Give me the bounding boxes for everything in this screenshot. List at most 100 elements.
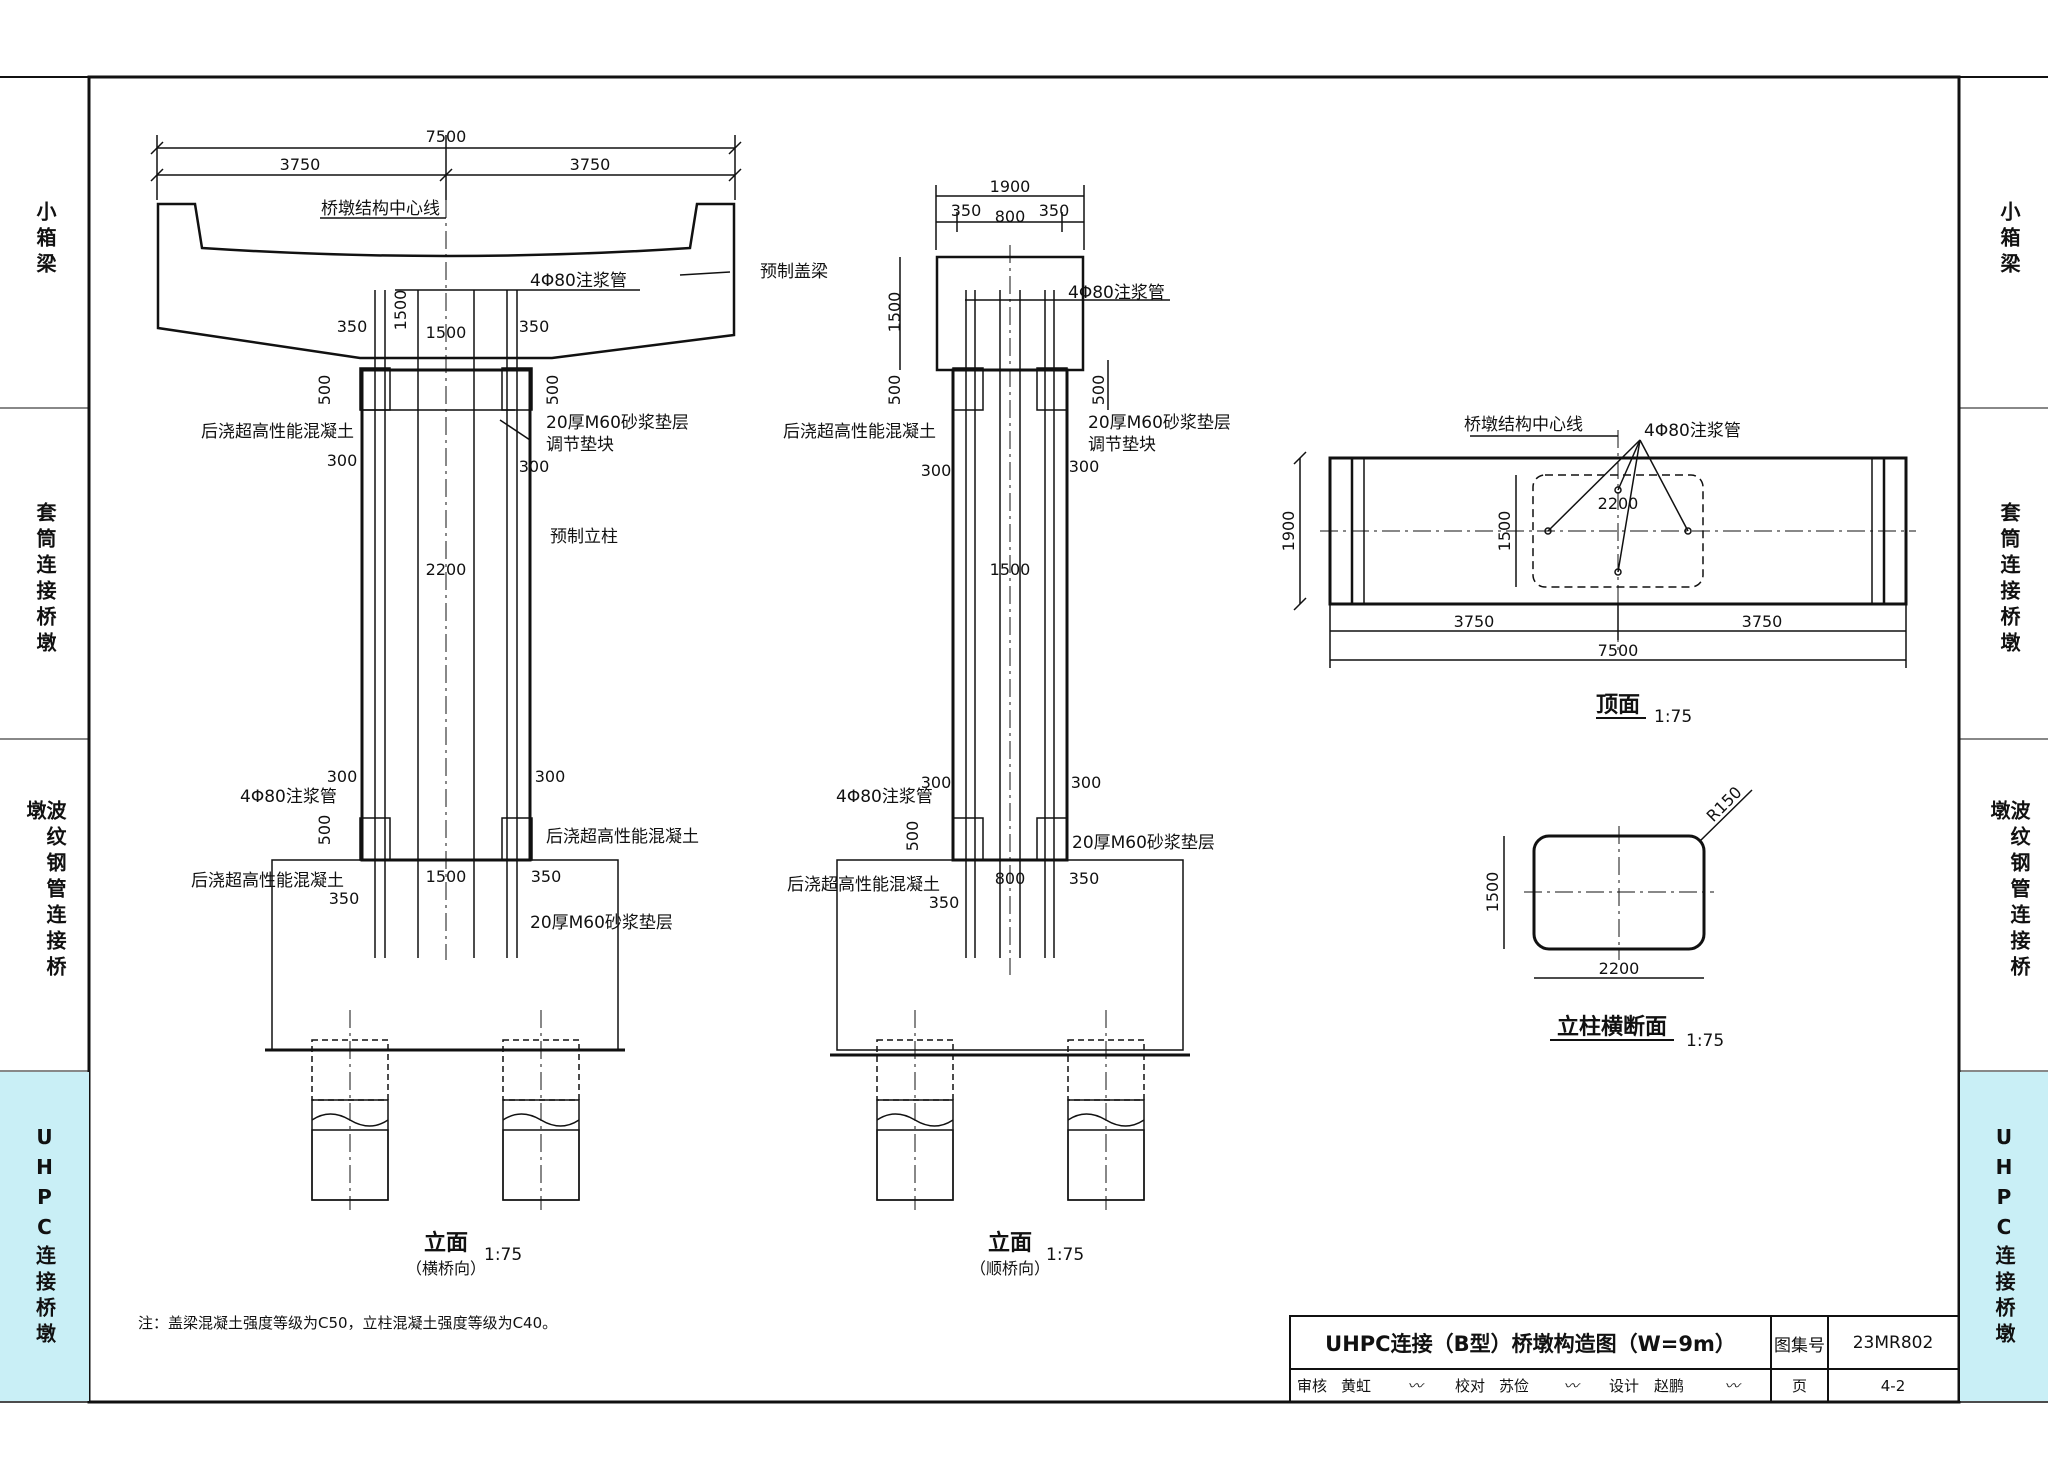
dim-mid-800a: 800 [995, 207, 1026, 226]
dim-mid-300c: 300 [921, 773, 952, 792]
side-tab-left-2[interactable]: 套筒连接桥墩 [33, 502, 57, 658]
side-tab-right-3[interactable]: 波纹钢管连接桥墩 [1987, 800, 2031, 982]
dim-top-inner-w: 2200 [1598, 494, 1639, 513]
label-mortar-bot-mid: 20厚M60砂浆垫层 [1072, 833, 1215, 853]
dim-mid-800b: 800 [995, 869, 1026, 888]
design-label: 设计 [1608, 1377, 1639, 1395]
dim-left-350a: 350 [337, 317, 368, 336]
atlas-label: 图集号 [1774, 1335, 1825, 1356]
dim-left-350b: 350 [519, 317, 550, 336]
dim-left-half-l: 3750 [280, 155, 321, 174]
dim-left-300c: 300 [327, 767, 358, 786]
dim-mid-500b: 500 [1089, 375, 1108, 406]
dim-left-1500b: 1500 [426, 867, 467, 886]
dim-top-inner-h: 1500 [1495, 511, 1514, 552]
dim-mid-300b: 300 [1069, 457, 1100, 476]
label-mortar-bot-left: 20厚M60砂浆垫层 [530, 913, 673, 933]
checker-signature: 〰 [1563, 1377, 1579, 1395]
dim-left-350c: 350 [531, 867, 562, 886]
dim-left-300d: 300 [535, 767, 566, 786]
middle-view-text: 1900 350 800 350 4Φ80注浆管 1500 500 500 后浇… [783, 177, 1231, 1278]
top-view-title: 顶面 [1596, 693, 1640, 718]
label-pour-bot-left: 后浇超高性能混凝土 [191, 871, 344, 891]
side-tab-left-1[interactable]: 小箱梁 [33, 201, 57, 279]
top-view-text: 桥墩结构中心线 4Φ80注浆管 1900 1500 2200 3750 3750… [1279, 415, 1782, 727]
label-centerline-top: 桥墩结构中心线 [1464, 415, 1583, 435]
designer-signature: 〰 [1724, 1377, 1740, 1395]
left-elevation [150, 135, 742, 1210]
mid-view-subtitle: （顺桥向） [970, 1259, 1050, 1278]
dim-left-350d: 350 [329, 889, 360, 908]
side-tab-left-4[interactable]: UHPC连接桥墩 [0, 1072, 89, 1401]
left-view-title: 立面 [424, 1230, 468, 1256]
dim-left-col-width: 2200 [426, 560, 467, 579]
dim-left-500a: 500 [315, 375, 334, 406]
dim-mid-col-width: 1500 [990, 560, 1031, 579]
dim-left-500b: 500 [543, 375, 562, 406]
dim-mid-beam-height: 1500 [885, 292, 904, 333]
reviewer-signature: 〰 [1407, 1377, 1423, 1395]
dim-section-h: 1500 [1483, 872, 1502, 913]
dim-top-half-r: 3750 [1742, 612, 1783, 631]
dim-left-total: 7500 [426, 127, 467, 146]
label-grout-bot-mid: 4Φ80注浆管 [836, 787, 933, 807]
column-section [1503, 789, 1753, 1041]
page-label: 页 [1791, 1377, 1807, 1395]
dim-left-500c: 500 [315, 815, 334, 846]
dim-section-w: 2200 [1599, 959, 1640, 978]
section-view-scale: 1:75 [1686, 1031, 1724, 1051]
dim-mid-500c: 500 [903, 821, 922, 852]
mid-view-scale: 1:75 [1046, 1245, 1084, 1265]
side-tab-right-1[interactable]: 小箱梁 [1997, 201, 2021, 279]
label-grout-left: 4Φ80注浆管 [530, 271, 627, 291]
label-pour-top-left: 后浇超高性能混凝土 [201, 422, 354, 442]
dim-mid-300d: 300 [1071, 773, 1102, 792]
label-mortar-top-left: 20厚M60砂浆垫层 [546, 413, 689, 433]
label-mortar-top-mid: 20厚M60砂浆垫层 [1088, 413, 1231, 433]
dim-mid-350a: 350 [951, 201, 982, 220]
side-tab-right-4[interactable]: UHPC连接桥墩 [1960, 1072, 2048, 1401]
left-view-subtitle: （横桥向） [406, 1259, 486, 1278]
check-label: 校对 [1454, 1377, 1485, 1395]
label-grout-mid: 4Φ80注浆管 [1068, 283, 1165, 303]
checker-name: 苏俭 [1498, 1377, 1529, 1395]
left-view-scale: 1:75 [484, 1245, 522, 1265]
label-pad-left: 调节垫块 [546, 435, 614, 455]
dim-top-total: 7500 [1598, 641, 1639, 660]
dim-left-1500a: 1500 [426, 323, 467, 342]
drawing-title: UHPC连接（B型）桥墩构造图（W=9m） [1325, 1332, 1736, 1356]
footnote: 注：盖梁混凝土强度等级为C50，立柱混凝土强度等级为C40。 [138, 1314, 558, 1332]
label-grout-bot-left: 4Φ80注浆管 [240, 787, 337, 807]
review-label: 审核 [1296, 1377, 1327, 1395]
label-precast-cap: 预制盖梁 [760, 262, 828, 282]
dim-left-300b: 300 [519, 457, 550, 476]
top-view-scale: 1:75 [1654, 707, 1692, 727]
label-centerline-left: 桥墩结构中心线 [321, 199, 440, 219]
dim-left-half-r: 3750 [570, 155, 611, 174]
dim-section-radius: R150 [1703, 783, 1746, 826]
mid-view-title: 立面 [988, 1230, 1032, 1256]
section-view-text: R150 1500 2200 立柱横断面 1:75 [1483, 783, 1746, 1051]
label-pour-bot-right-left: 后浇超高性能混凝土 [546, 827, 699, 847]
left-view-text: 7500 3750 3750 桥墩结构中心线 4Φ80注浆管 预制盖梁 1500… [191, 127, 828, 1278]
dim-mid-350c: 350 [1069, 869, 1100, 888]
dim-beam-height: 1500 [391, 290, 410, 331]
title-block-frame [1289, 1315, 1960, 1403]
label-grout-top: 4Φ80注浆管 [1644, 421, 1741, 441]
dim-mid-300a: 300 [921, 461, 952, 480]
label-pour-top-mid: 后浇超高性能混凝土 [783, 422, 936, 442]
dim-top-width: 1900 [1279, 511, 1298, 552]
top-view [1293, 430, 1916, 719]
dim-mid-350d: 350 [929, 893, 960, 912]
middle-elevation [830, 185, 1190, 1210]
page-number: 4-2 [1880, 1376, 1906, 1395]
atlas-number: 23MR802 [1852, 1333, 1934, 1353]
label-precast-column: 预制立柱 [550, 527, 618, 547]
dim-top-half-l: 3750 [1454, 612, 1495, 631]
reviewer-name: 黄虹 [1340, 1377, 1371, 1395]
side-tab-right-2[interactable]: 套筒连接桥墩 [1997, 502, 2021, 658]
dim-left-300a: 300 [327, 451, 358, 470]
side-tab-left-3[interactable]: 波纹钢管连接桥墩 [23, 800, 67, 982]
